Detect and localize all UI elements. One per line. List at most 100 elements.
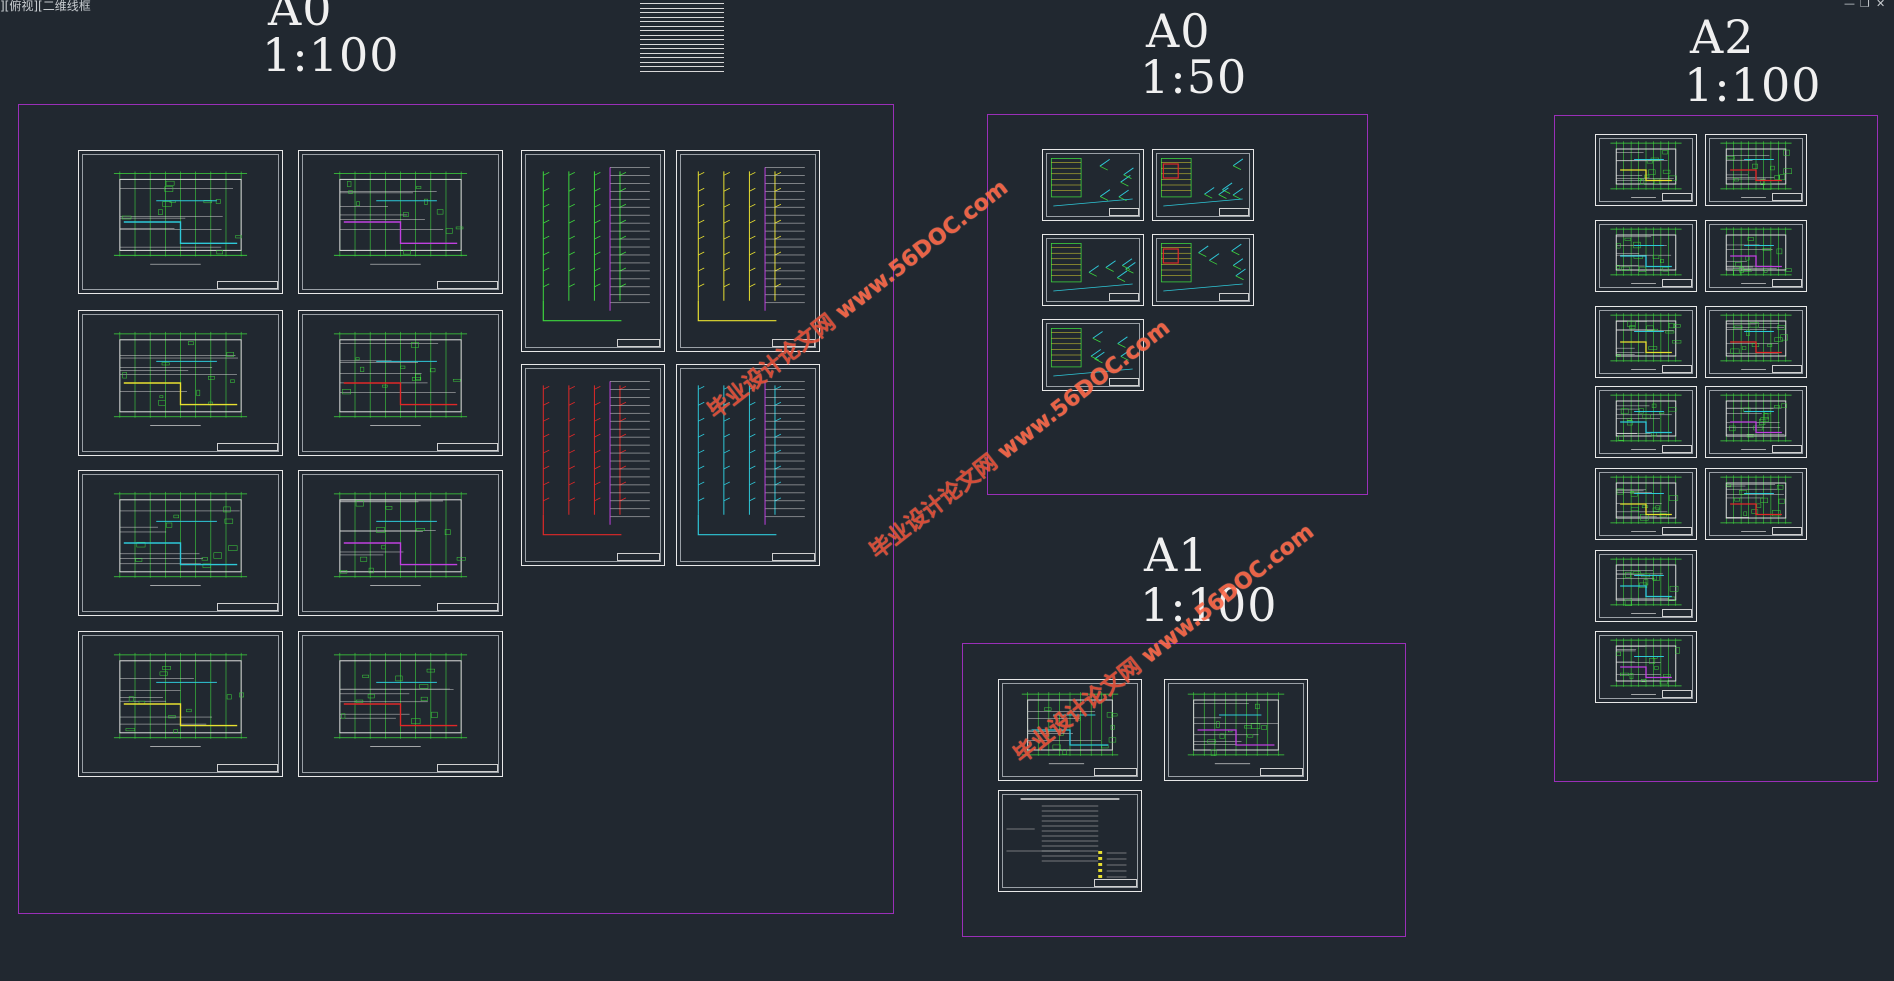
group-scale-a1-100: 1:100 <box>1140 578 1278 632</box>
drawing-sheet-plan[interactable] <box>78 470 283 616</box>
group-scale-a0-50: 1:50 <box>1140 50 1248 104</box>
title-block <box>617 339 660 347</box>
sheet-drawing <box>333 331 468 426</box>
sheet-drawing <box>333 491 468 586</box>
drawing-sheet-riser[interactable] <box>521 150 665 352</box>
drawing-sheet-plan[interactable] <box>1705 306 1807 378</box>
drawing-sheet-plan[interactable] <box>298 310 503 456</box>
drawing-sheet-plan[interactable] <box>1595 134 1697 206</box>
frame-a0-100[interactable] <box>18 104 894 914</box>
sheet-drawing <box>542 167 650 322</box>
title-block <box>772 339 815 347</box>
group-scale-a2-100: 1:100 <box>1684 58 1822 112</box>
group-scale-a0-100: 1:100 <box>262 28 400 82</box>
drawing-sheet-plan[interactable] <box>998 679 1142 781</box>
drawing-sheet-plan[interactable] <box>1705 386 1807 458</box>
frame-a0-50[interactable] <box>987 114 1368 495</box>
frame-a2-100[interactable] <box>1554 115 1878 782</box>
drawing-sheet-plan[interactable] <box>78 310 283 456</box>
sheet-drawing <box>1021 692 1119 765</box>
drawing-sheet-detail[interactable] <box>1042 319 1144 391</box>
title-block <box>617 553 660 561</box>
viewport-label[interactable]: ][俯视][二维线框 <box>0 0 91 13</box>
title-block <box>1662 690 1692 698</box>
sheet-drawing <box>1610 557 1682 614</box>
title-block <box>1662 193 1692 201</box>
title-block <box>437 603 498 611</box>
sheet-drawing <box>113 652 248 747</box>
sheet-drawing <box>113 331 248 426</box>
drawing-sheet-detail[interactable] <box>1042 234 1144 306</box>
drawing-sheet-plan[interactable] <box>298 150 503 294</box>
drawing-sheet-plan[interactable] <box>1595 631 1697 703</box>
drawing-sheet-plan[interactable] <box>1705 220 1807 292</box>
title-block <box>217 443 278 451</box>
group-label-a2-100: A2 <box>1690 10 1755 64</box>
drawing-sheet-plan[interactable] <box>1705 468 1807 540</box>
title-block <box>1662 609 1692 617</box>
title-block <box>1662 279 1692 287</box>
title-block <box>1109 208 1139 216</box>
sheet-drawing <box>542 381 650 536</box>
drawing-sheet-plan[interactable] <box>1595 220 1697 292</box>
title-block <box>1662 527 1692 535</box>
drawing-sheet-plan[interactable] <box>78 631 283 777</box>
sheet-drawing <box>1610 141 1682 198</box>
layer-lines <box>640 3 724 73</box>
title-block <box>217 603 278 611</box>
drawing-sheet-riser[interactable] <box>521 364 665 566</box>
sheet-drawing <box>1160 243 1246 292</box>
title-block <box>437 764 498 772</box>
title-block <box>1109 293 1139 301</box>
title-block <box>1772 193 1802 201</box>
drawing-sheet-plan[interactable] <box>298 470 503 616</box>
sheet-drawing <box>1720 393 1792 450</box>
sheet-drawing <box>1610 475 1682 532</box>
drawing-sheet-detail[interactable] <box>1042 149 1144 221</box>
sheet-drawing <box>113 171 248 265</box>
group-label-a1-100: A1 <box>1144 528 1209 582</box>
drawing-sheet-plan[interactable] <box>1705 134 1807 206</box>
drawing-sheet-notes[interactable] <box>998 790 1142 892</box>
sheet-drawing <box>1050 328 1133 377</box>
title-block <box>437 443 498 451</box>
drawing-sheet-detail[interactable] <box>1152 149 1254 221</box>
sheet-drawing <box>1720 227 1792 284</box>
drawing-sheet-plan[interactable] <box>1164 679 1308 781</box>
title-block <box>437 281 498 289</box>
close-icon[interactable]: ✕ <box>1876 0 1886 10</box>
sheet-drawing <box>1050 158 1134 207</box>
sheet-drawing <box>1050 243 1136 292</box>
title-block <box>1772 365 1802 373</box>
title-block <box>217 281 278 289</box>
title-block <box>217 764 278 772</box>
title-block <box>1094 768 1137 776</box>
title-block <box>1772 445 1802 453</box>
drawing-sheet-plan[interactable] <box>78 150 283 294</box>
title-block <box>1772 279 1802 287</box>
drawing-sheet-plan[interactable] <box>1595 468 1697 540</box>
drawing-sheet-detail[interactable] <box>1152 234 1254 306</box>
sheet-drawing <box>1610 393 1682 450</box>
sheet-drawing <box>697 381 805 536</box>
title-block <box>1094 879 1137 887</box>
group-label-a0-100: A0 <box>268 0 333 36</box>
drawing-sheet-plan[interactable] <box>1595 550 1697 622</box>
sheet-drawing <box>333 652 468 747</box>
sheet-drawing <box>333 171 468 265</box>
sheet-drawing <box>1720 313 1792 370</box>
restore-icon[interactable]: ❐ <box>1860 0 1870 10</box>
drawing-sheet-riser[interactable] <box>676 150 820 352</box>
drawing-sheet-plan[interactable] <box>1595 386 1697 458</box>
frame-a1-100[interactable] <box>962 643 1406 937</box>
sheet-drawing <box>1610 638 1682 695</box>
drawing-sheet-plan[interactable] <box>1595 306 1697 378</box>
title-block <box>1219 293 1249 301</box>
sheet-drawing <box>697 167 805 322</box>
drawing-sheet-riser[interactable] <box>676 364 820 566</box>
title-block <box>772 553 815 561</box>
group-label-a0-50: A0 <box>1146 4 1211 58</box>
drawing-sheet-plan[interactable] <box>298 631 503 777</box>
sheet-drawing <box>1610 227 1682 284</box>
minimize-icon[interactable]: — <box>1844 0 1855 10</box>
